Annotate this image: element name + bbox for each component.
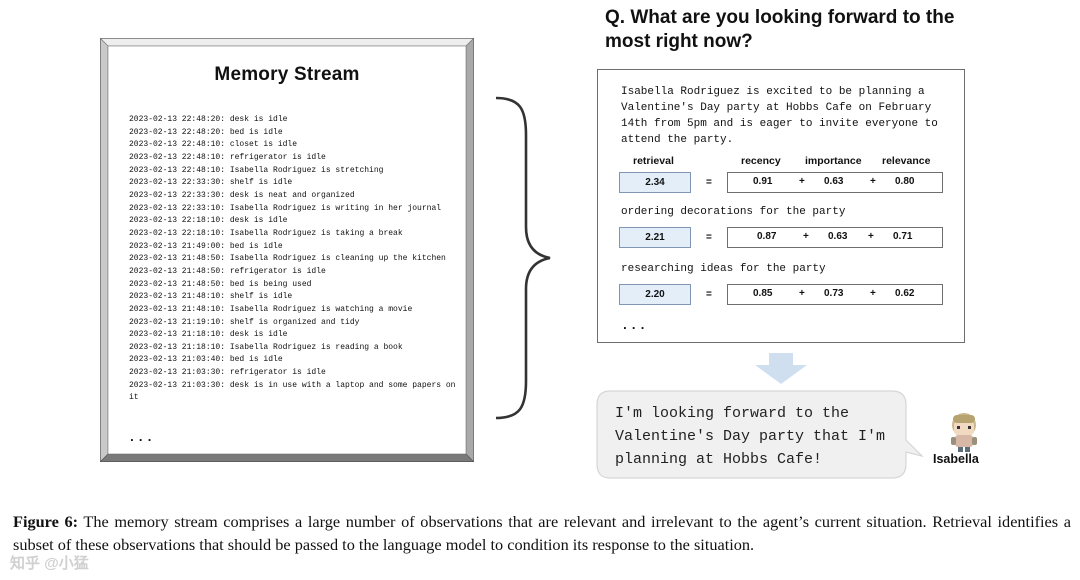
memory-stream-panel xyxy=(100,38,474,462)
plus-sign: + xyxy=(803,231,809,242)
relevance-score-1: 0.80 xyxy=(895,176,915,187)
retrieval-score-3: 2.20 xyxy=(619,284,691,305)
plus-sign: + xyxy=(868,231,874,242)
curly-brace-icon xyxy=(495,96,551,420)
memory-entry: 2023-02-13 22:18:10: Isabella Rodriguez … xyxy=(129,228,403,238)
retrieval-header: retrieval xyxy=(633,155,674,167)
caption-text: The memory stream comprises a large numb… xyxy=(13,512,1071,554)
memory-entry: 2023-02-13 22:33:30: desk is neat and or… xyxy=(129,190,355,200)
memory-entry: 2023-02-13 21:19:10: shelf is organized … xyxy=(129,317,360,327)
memory-entry: 2023-02-13 21:48:50: refrigerator is idl… xyxy=(129,266,326,276)
question-text: Q. What are you looking forward to the m… xyxy=(605,7,955,52)
retrieval-score-1: 2.34 xyxy=(619,172,691,193)
memory-entry: 2023-02-13 21:49:00: bed is idle xyxy=(129,241,283,251)
relevance-score-2: 0.71 xyxy=(893,231,913,242)
memory-stream-ellipsis: ... xyxy=(128,430,155,445)
memory-entry: 2023-02-13 22:48:10: Isabella Rodriguez … xyxy=(129,165,384,175)
figure-caption: Figure 6: The memory stream comprises a … xyxy=(13,510,1071,556)
memory-entry: 2023-02-13 21:03:30: desk is in use with… xyxy=(129,380,461,403)
score-components-2: 0.87 + 0.63 + 0.71 xyxy=(727,227,943,248)
recency-score-3: 0.85 xyxy=(753,288,773,299)
equals-sign: = xyxy=(706,177,712,188)
memory-entry: 2023-02-13 21:18:10: desk is idle xyxy=(129,330,288,340)
relevance-header: relevance xyxy=(882,155,931,167)
memory-entry: 2023-02-13 21:48:10: Isabella Rodriguez … xyxy=(129,304,413,314)
isabella-avatar-icon xyxy=(951,413,977,452)
memory-entry: 2023-02-13 21:18:10: Isabella Rodriguez … xyxy=(129,342,403,352)
caption-label: Figure 6: xyxy=(13,512,79,531)
avatar-name: Isabella xyxy=(933,452,979,466)
memory-text-3: researching ideas for the party xyxy=(621,263,826,275)
recency-score-1: 0.91 xyxy=(753,176,773,187)
importance-score-1: 0.63 xyxy=(824,176,844,187)
plus-sign: + xyxy=(870,288,876,299)
plus-sign: + xyxy=(799,288,805,299)
importance-score-2: 0.63 xyxy=(828,231,848,242)
memory-entry: 2023-02-13 21:48:50: bed is being used xyxy=(129,279,312,289)
watermark: 知乎 @小猛 xyxy=(10,555,89,572)
memory-entry: 2023-02-13 21:03:30: refrigerator is idl… xyxy=(129,368,326,378)
speech-bubble xyxy=(596,390,924,479)
memory-text-2: ordering decorations for the party xyxy=(621,206,846,218)
plus-sign: + xyxy=(799,176,805,187)
importance-header: importance xyxy=(805,155,862,167)
score-components-1: 0.91 + 0.63 + 0.80 xyxy=(727,172,943,193)
memory-stream-title: Memory Stream xyxy=(214,64,360,85)
score-components-3: 0.85 + 0.73 + 0.62 xyxy=(727,284,943,305)
memory-entry: 2023-02-13 21:48:10: shelf is idle xyxy=(129,292,293,302)
retrieval-score-2: 2.21 xyxy=(619,227,691,248)
memory-entry: 2023-02-13 22:48:20: bed is idle xyxy=(129,127,283,137)
memory-entry: 2023-02-13 22:33:10: Isabella Rodriguez … xyxy=(129,203,442,213)
memory-entry: 2023-02-13 22:48:10: closet is idle xyxy=(129,140,298,150)
memory-entry: 2023-02-13 22:48:10: refrigerator is idl… xyxy=(129,152,326,162)
memory-entry: 2023-02-13 22:48:20: desk is idle xyxy=(129,115,288,124)
memory-stream-list: 2023-02-13 22:48:20: desk is idle 2023-02… xyxy=(129,114,459,405)
equals-sign: = xyxy=(706,289,712,300)
retrieval-ellipsis: ... xyxy=(621,318,648,333)
memory-text-1: Isabella Rodriguez is excited to be plan… xyxy=(621,86,938,146)
retrieval-panel xyxy=(597,69,965,343)
equals-sign: = xyxy=(706,232,712,243)
memory-entry: 2023-02-13 21:48:50: Isabella Rodriguez … xyxy=(129,254,446,264)
recency-header: recency xyxy=(741,155,781,167)
memory-entry: 2023-02-13 22:33:30: shelf is idle xyxy=(129,178,293,188)
down-arrow-icon xyxy=(755,353,807,384)
memory-entry: 2023-02-13 21:03:40: bed is idle xyxy=(129,355,283,365)
answer-text: I'm looking forward to the Valentine's D… xyxy=(615,405,886,468)
memory-entry: 2023-02-13 22:18:10: desk is idle xyxy=(129,216,288,226)
importance-score-3: 0.73 xyxy=(824,288,844,299)
plus-sign: + xyxy=(870,176,876,187)
recency-score-2: 0.87 xyxy=(757,231,777,242)
relevance-score-3: 0.62 xyxy=(895,288,915,299)
